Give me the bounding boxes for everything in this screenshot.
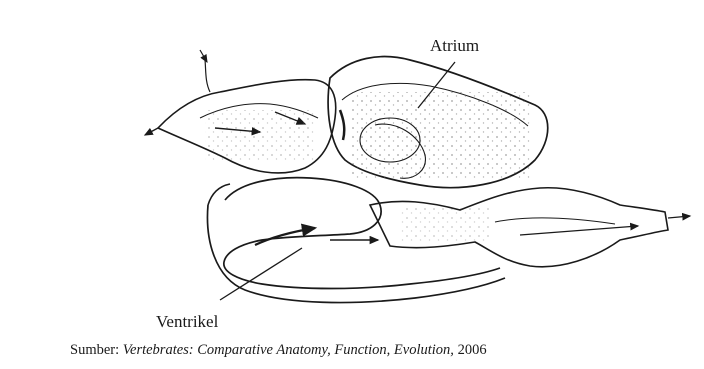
source-caption: Sumber: Vertebrates: Comparative Anatomy… xyxy=(70,342,487,359)
sinus-venosus xyxy=(145,50,336,173)
ventricle-label: Ventrikel xyxy=(156,312,218,332)
caption-year: 2006 xyxy=(458,342,487,358)
caption-title: Vertebrates: Comparative Anatomy, Functi… xyxy=(123,342,454,358)
atrium-chamber xyxy=(328,57,548,188)
conus-arteriosus xyxy=(370,188,690,267)
atrium-label: Atrium xyxy=(430,36,479,56)
caption-prefix: Sumber: xyxy=(70,342,119,358)
